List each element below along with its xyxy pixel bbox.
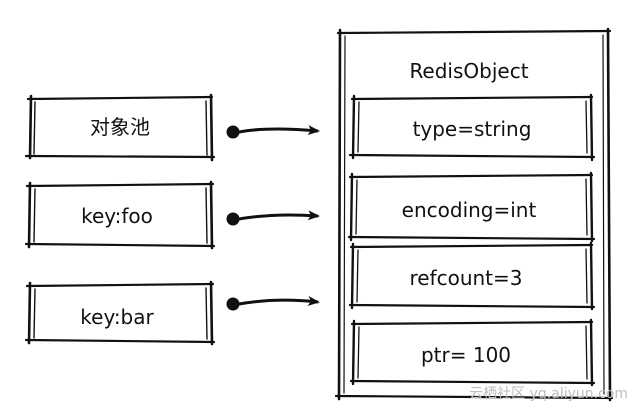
pointer-arrow [226, 295, 320, 311]
field-type: type=string [348, 93, 596, 162]
key-foo-label: key:foo [81, 204, 153, 228]
field-ptr: ptr= 100 [349, 318, 596, 387]
key-bar-label: key:bar [80, 305, 154, 329]
redis-object-box: RedisObject [334, 27, 614, 402]
arrow-start-dot [226, 212, 240, 226]
redis-object-title: RedisObject [409, 59, 528, 83]
watermark: 云栖社区 yq.aliyun.com [469, 386, 628, 402]
key-foo-box: key:foo [24, 180, 216, 250]
pointer-arrow [226, 210, 320, 226]
field-ptr-label: ptr= 100 [421, 343, 511, 367]
field-encoding: encoding=int [347, 171, 596, 243]
field-encoding-label: encoding=int [402, 198, 537, 222]
key-bar-box: key:bar [24, 280, 216, 346]
field-refcount-label: refcount=3 [409, 266, 522, 290]
object-pool-box: 对象池 [24, 93, 216, 162]
object-pool-label: 对象池 [90, 115, 150, 139]
field-type-label: type=string [413, 117, 532, 141]
arrow-start-dot [226, 297, 240, 311]
pointer-arrow [226, 125, 320, 139]
field-refcount: refcount=3 [348, 241, 596, 311]
arrow-start-dot [226, 125, 240, 139]
